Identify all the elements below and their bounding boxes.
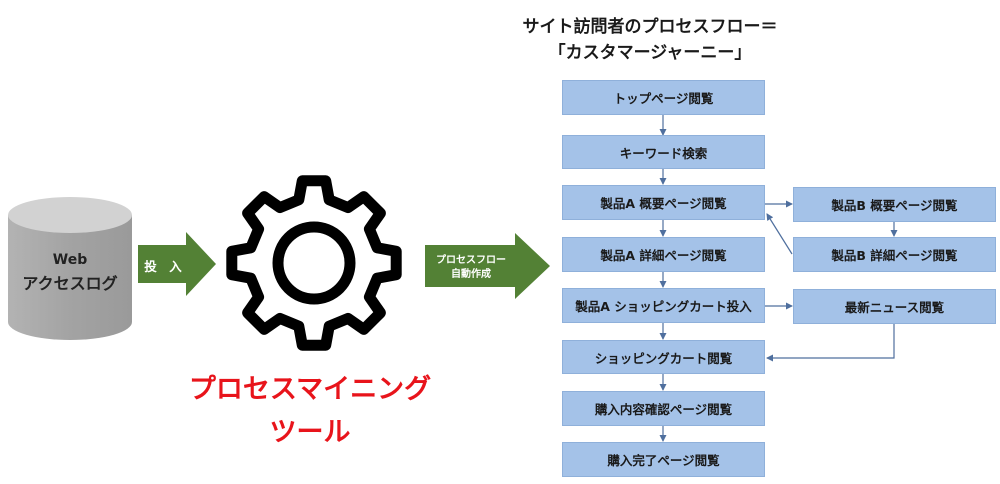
process-arrow-label-line2: 自動作成 — [451, 269, 491, 280]
input-arrow-label: 投 入 — [144, 259, 182, 274]
flow-step-product-a-detail: 製品A 詳細ページ閲覧 — [562, 237, 765, 272]
flow-step-purchase-complete: 購入完了ページ閲覧 — [562, 442, 765, 477]
flow-step-latest-news: 最新ニュース閲覧 — [793, 289, 996, 324]
flow-step-product-b-detail: 製品B 詳細ページ閲覧 — [793, 237, 996, 272]
input-arrow — [138, 232, 216, 296]
flow-step-cart-view: ショッピングカート閲覧 — [562, 340, 765, 374]
process-arrow — [425, 233, 550, 299]
flow-step-product-b-overview: 製品B 概要ページ閲覧 — [793, 187, 996, 222]
database-cylinder-icon — [8, 197, 132, 340]
connector-b-detail-to-a-overview — [766, 213, 793, 255]
connector-news-to-cart-view — [766, 324, 895, 362]
diagram-title-line1: サイト訪問者のプロセスフロー＝ — [522, 17, 778, 37]
diagram-title-line2: 「カスタマージャーニー」 — [548, 43, 752, 63]
flow-connectors — [659, 115, 898, 442]
flow-step-product-a-cart: 製品A ショッピングカート投入 — [562, 288, 765, 323]
flow-step-order-confirm: 購入内容確認ページ閲覧 — [562, 391, 765, 426]
database-label-line2: アクセスログ — [22, 274, 118, 293]
process-arrow-label-line1: プロセスフロー — [436, 255, 506, 266]
flow-step-product-a-overview: 製品A 概要ページ閲覧 — [562, 185, 765, 220]
tool-label-line1: プロセスマイニング — [188, 374, 432, 405]
tool-label-line2: ツール — [269, 417, 351, 448]
flow-step-keyword-search: キーワード検索 — [562, 135, 765, 169]
flow-step-top-page: トップページ閲覧 — [562, 80, 765, 115]
database-label-line1: Web — [52, 252, 88, 268]
gear-icon — [226, 175, 402, 351]
